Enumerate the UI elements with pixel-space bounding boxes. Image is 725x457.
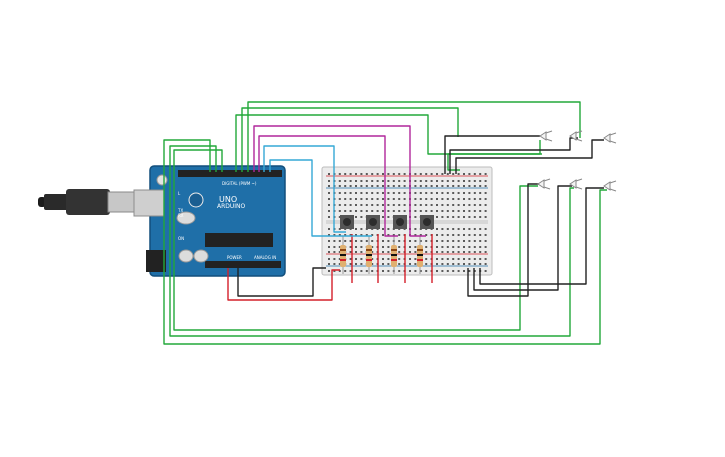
digital-label: DIGITAL (PWM ~) xyxy=(222,181,257,186)
leds xyxy=(537,130,617,192)
wire-black xyxy=(473,185,572,291)
wire-green xyxy=(173,149,538,331)
pushbutton[interactable] xyxy=(393,215,407,229)
on-label: ON xyxy=(178,236,184,241)
power-jack xyxy=(146,250,166,272)
resistor xyxy=(391,236,397,274)
wire-red xyxy=(227,268,340,301)
led[interactable] xyxy=(603,132,617,144)
reset-button[interactable] xyxy=(156,174,168,186)
capacitor xyxy=(193,249,209,263)
board-model: UNO xyxy=(219,195,237,204)
resistor xyxy=(366,236,372,274)
usb-cable xyxy=(38,189,135,215)
wire-green xyxy=(447,140,541,171)
led[interactable] xyxy=(603,180,617,192)
wire-magenta xyxy=(258,135,398,237)
power-label: POWER xyxy=(227,255,242,260)
resistors xyxy=(340,236,423,274)
led[interactable] xyxy=(569,178,583,190)
wire-black xyxy=(479,187,604,285)
pushbuttons xyxy=(340,215,434,229)
arduino-uno-board: DIGITAL (PWM ~) ARDUINO UNO POWER ANALOG… xyxy=(133,165,286,277)
wire-green xyxy=(235,114,542,172)
led[interactable] xyxy=(537,178,551,190)
wire-black xyxy=(444,135,540,174)
wire-cyan xyxy=(269,159,372,237)
led[interactable] xyxy=(569,130,583,142)
board-brand: ARDUINO xyxy=(217,203,246,210)
wire-magenta xyxy=(253,125,426,237)
wire-black xyxy=(237,267,326,297)
capacitor xyxy=(178,249,194,263)
resistor xyxy=(417,236,423,274)
pushbutton[interactable] xyxy=(340,215,354,229)
power-analog-header xyxy=(205,261,281,268)
breadboard-holes xyxy=(328,173,487,272)
atmega-chip xyxy=(205,233,273,247)
pushbutton[interactable] xyxy=(366,215,380,229)
wire-green xyxy=(247,101,581,172)
wire-green xyxy=(241,107,459,172)
digital-header xyxy=(178,170,282,177)
analog-label: ANALOG IN xyxy=(254,255,276,260)
usb-port xyxy=(133,189,165,217)
wire-black xyxy=(467,183,540,297)
wire-cyan xyxy=(263,145,346,233)
wire-green xyxy=(163,139,607,345)
pushbutton[interactable] xyxy=(420,215,434,229)
wire-red xyxy=(351,234,433,283)
wire-green xyxy=(169,145,574,337)
wires xyxy=(163,101,607,345)
l-label: L xyxy=(178,191,181,196)
tx-label: TX xyxy=(177,208,183,213)
resistor xyxy=(340,236,346,274)
rx-label: RX xyxy=(178,213,184,218)
arduino-logo xyxy=(188,192,204,208)
led[interactable] xyxy=(539,130,553,142)
wire-black xyxy=(455,139,604,174)
capacitor xyxy=(176,211,196,225)
